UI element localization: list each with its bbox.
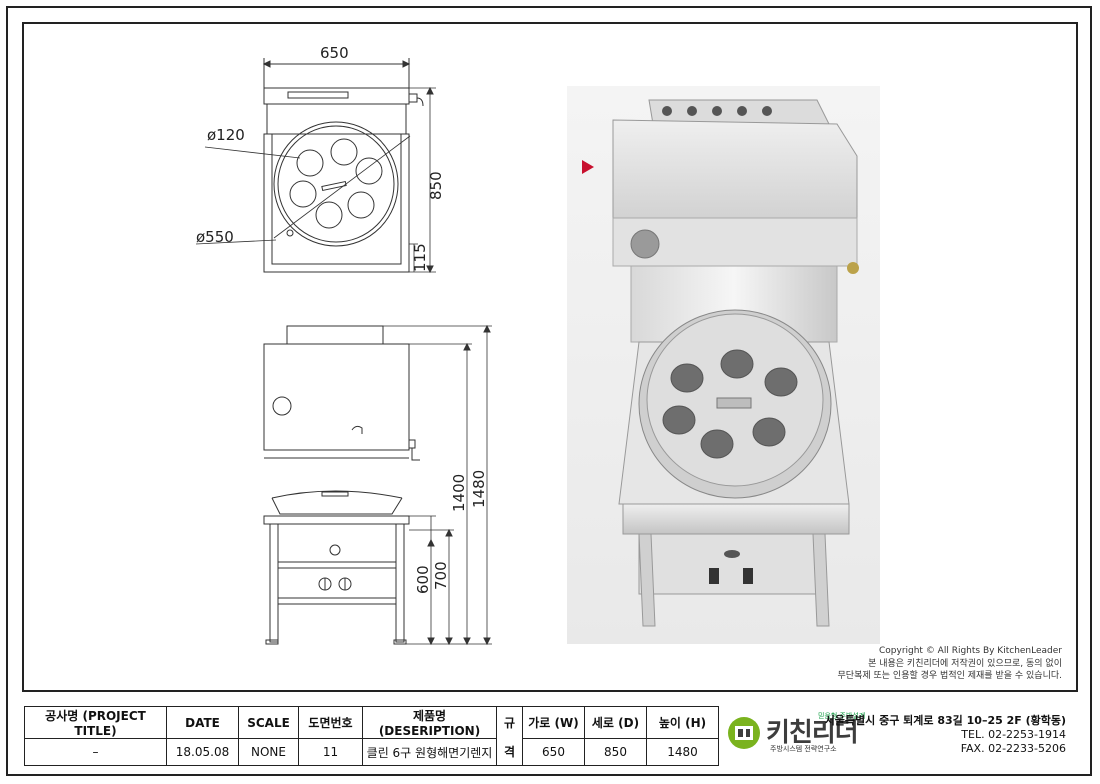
value-date: 18.05.08 — [166, 738, 239, 766]
company-address: 서울특별시 중구 퇴계로 83길 10–25 2F (황학동) — [824, 714, 1066, 727]
outer-frame — [6, 6, 1092, 776]
hole-dia-label: ø120 — [207, 126, 245, 144]
value-product: 클린 6구 원형해면기렌지 — [362, 738, 497, 766]
edge-dim-label: 115 — [411, 243, 429, 272]
header-date: DATE — [166, 706, 239, 739]
company-tel: TEL. 02-2253-1914 — [961, 728, 1066, 741]
company-brand: 키친리더 — [766, 718, 859, 748]
company-sub: 주방시스템 전략연구소 — [770, 745, 837, 753]
product-render — [567, 86, 880, 644]
company-tagline: 믿음형 주방설계 — [818, 712, 866, 720]
company-info: 키친리더 믿음형 주방설계 주방시스템 전략연구소 서울특별시 중구 퇴계로 8… — [718, 706, 1072, 760]
value-drawing-no: 11 — [298, 738, 363, 766]
dim-700: 700 — [432, 561, 450, 590]
dim-1480: 1480 — [470, 470, 488, 508]
header-spec-top: 규 — [496, 706, 523, 739]
width-dim-label: 650 — [320, 44, 349, 62]
dim-600: 600 — [414, 565, 432, 594]
dim-1400: 1400 — [450, 474, 468, 512]
copyright-line: Copyright © All Rights By KitchenLeader — [878, 646, 1062, 656]
value-depth: 850 — [584, 738, 647, 766]
value-scale: NONE — [238, 738, 299, 766]
header-width: 가로 (W) — [522, 706, 585, 739]
value-width: 650 — [522, 738, 585, 766]
header-scale: SCALE — [238, 706, 299, 739]
copyright-line: 무단복제 또는 인용할 경우 법적인 제재를 받을 수 있습니다. — [837, 671, 1062, 681]
header-depth: 세로 (D) — [584, 706, 647, 739]
plate-dia-label: ø550 — [196, 228, 234, 246]
title-block: 공사명 (PROJECT TITLE) DATE SCALE 도면번호 제품명 … — [24, 706, 719, 766]
front-view: 1480 1400 700 600 — [263, 324, 492, 646]
company-logo-icon — [728, 717, 760, 749]
depth-dim-label: 850 — [427, 171, 445, 200]
top-view: 650 ø120 ø550 850 115 — [195, 44, 445, 274]
header-height: 높이 (H) — [646, 706, 719, 739]
copyright-notice: Copyright © All Rights By KitchenLeader … — [838, 645, 1062, 683]
copyright-line: 본 내용은 키친리더에 저작권이 있으므로, 동의 없이 — [868, 658, 1062, 669]
render-illustration — [612, 99, 859, 627]
header-drawing-no: 도면번호 — [298, 706, 363, 739]
header-product: 제품명 (DESERIPTION) — [362, 706, 497, 739]
pointer-arrow-icon — [582, 160, 594, 174]
company-fax: FAX. 02-2233-5206 — [960, 742, 1066, 755]
drawing-frame — [22, 22, 1078, 692]
header-project: 공사명 (PROJECT TITLE) — [24, 706, 167, 739]
header-spec-bottom: 격 — [496, 738, 523, 766]
value-height: 1480 — [646, 738, 719, 766]
value-project: – — [24, 738, 167, 766]
